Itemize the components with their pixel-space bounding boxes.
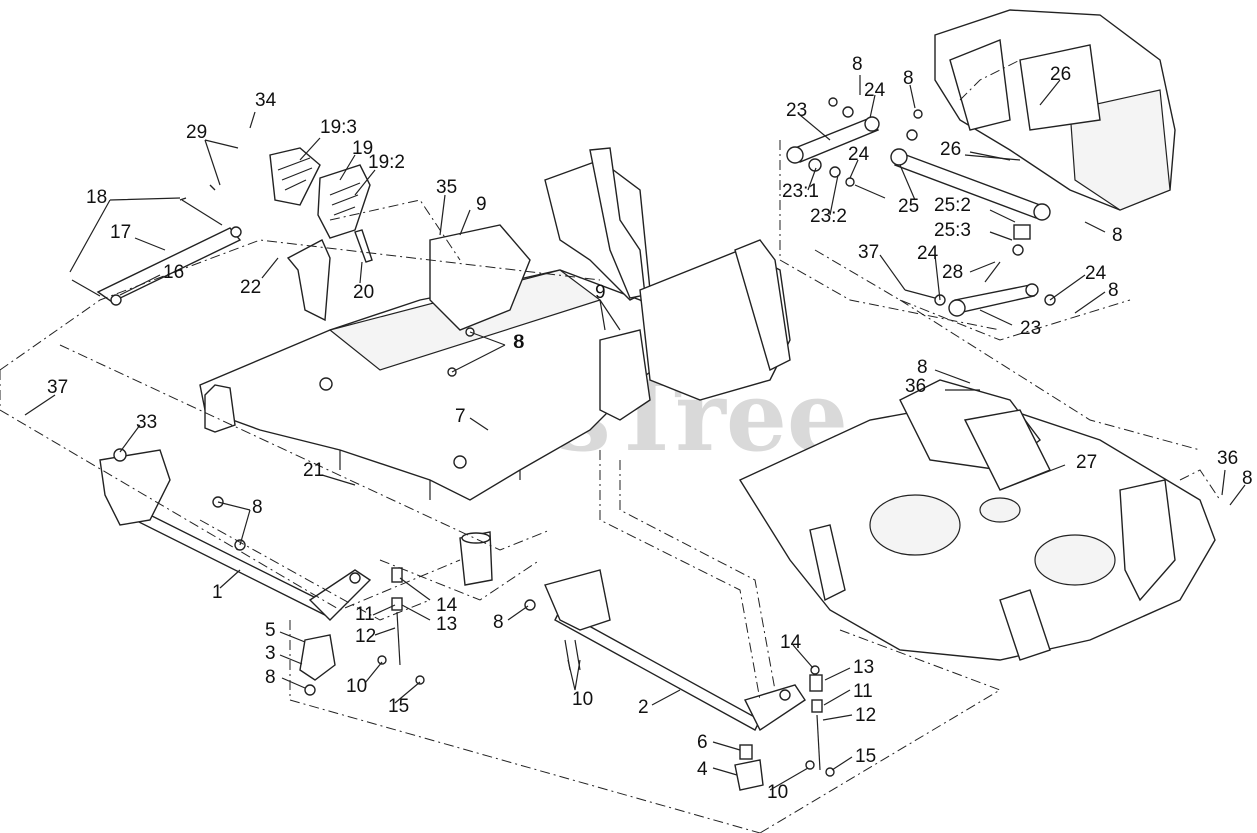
- callout-8-b: 8: [252, 497, 263, 518]
- callout-9-a: 9: [476, 194, 487, 215]
- callout-16: 16: [163, 262, 184, 283]
- callout-6: 6: [697, 732, 708, 753]
- callout-labels: 34 29 19:3 19 19:2 18 17 16 22 20 35 9 8…: [47, 54, 1253, 803]
- callout-37-a: 37: [47, 377, 68, 398]
- callout-8-a: 8: [514, 332, 525, 353]
- lift-rod-2: [524, 569, 835, 791]
- callout-36-a: 36: [905, 376, 926, 397]
- callout-37-b: 37: [858, 242, 879, 263]
- callout-17: 17: [110, 222, 131, 243]
- callout-10-c: 10: [767, 782, 788, 803]
- rear-frame: [934, 9, 1176, 211]
- callout-8-i: 8: [1108, 280, 1119, 301]
- main-frame: [71, 147, 791, 586]
- callout-24-b: 24: [848, 144, 870, 165]
- callout-25-3: 25:3: [934, 220, 971, 241]
- callout-8-d: 8: [265, 667, 276, 688]
- callout-11-b: 11: [853, 681, 873, 702]
- phantom-lines: [0, 59, 1221, 833]
- callout-23-b: 23: [1020, 318, 1041, 339]
- callout-21: 21: [303, 460, 324, 481]
- callout-22: 22: [240, 277, 261, 298]
- callout-23-2: 23:2: [810, 206, 847, 227]
- callout-25: 25: [898, 196, 919, 217]
- callout-36-b: 36: [1217, 448, 1238, 469]
- callout-8-k: 8: [1242, 468, 1253, 489]
- callout-8-f: 8: [852, 54, 863, 75]
- callout-25-2: 25:2: [934, 195, 971, 216]
- callout-8-c: 8: [513, 332, 524, 353]
- callout-19-3: 19:3: [320, 117, 357, 138]
- callout-8-j: 8: [917, 357, 928, 378]
- callout-23-1: 23:1: [782, 181, 819, 202]
- callout-27: 27: [1076, 452, 1097, 473]
- callout-26-a: 26: [1050, 64, 1071, 85]
- callout-35: 35: [436, 177, 457, 198]
- callout-14-b: 14: [780, 632, 802, 653]
- callout-12-a: 12: [355, 626, 376, 647]
- callout-4: 4: [697, 759, 708, 780]
- callout-7: 7: [455, 406, 466, 427]
- callout-19: 19: [352, 138, 373, 159]
- callout-29: 29: [186, 122, 207, 143]
- linkages: [786, 97, 1056, 317]
- callout-10-b: 10: [572, 689, 593, 710]
- callout-2: 2: [638, 697, 649, 718]
- callout-8-h: 8: [1112, 225, 1123, 246]
- callout-13-a: 13: [436, 614, 457, 635]
- leader-lines: [24, 75, 1246, 791]
- callout-18: 18: [86, 187, 107, 208]
- callout-8-e: 8: [493, 612, 504, 633]
- callout-13-b: 13: [853, 657, 874, 678]
- callout-20: 20: [353, 282, 374, 303]
- callout-33: 33: [136, 412, 157, 433]
- lift-rod-1: [99, 448, 425, 696]
- callout-11-a: 11: [355, 604, 375, 625]
- callout-9-b: 9: [595, 282, 606, 303]
- callout-26-b: 26: [940, 139, 961, 160]
- callout-34: 34: [255, 90, 277, 111]
- callout-23-a: 23: [786, 100, 807, 121]
- callout-24-d: 24: [1085, 263, 1107, 284]
- callout-14-a: 14: [436, 595, 458, 616]
- callout-28: 28: [942, 262, 963, 283]
- callout-24-a: 24: [864, 80, 886, 101]
- callout-10-a: 10: [346, 676, 367, 697]
- callout-15-a: 15: [388, 696, 409, 717]
- callout-8-g: 8: [903, 68, 914, 89]
- callout-12-b: 12: [855, 705, 876, 726]
- callout-1: 1: [212, 582, 223, 603]
- callout-3: 3: [265, 643, 276, 664]
- callout-5: 5: [265, 620, 276, 641]
- callout-19-2: 19:2: [368, 152, 405, 173]
- callout-24-c: 24: [917, 243, 939, 264]
- callout-15-b: 15: [855, 746, 876, 767]
- mower-deck: [738, 379, 1216, 661]
